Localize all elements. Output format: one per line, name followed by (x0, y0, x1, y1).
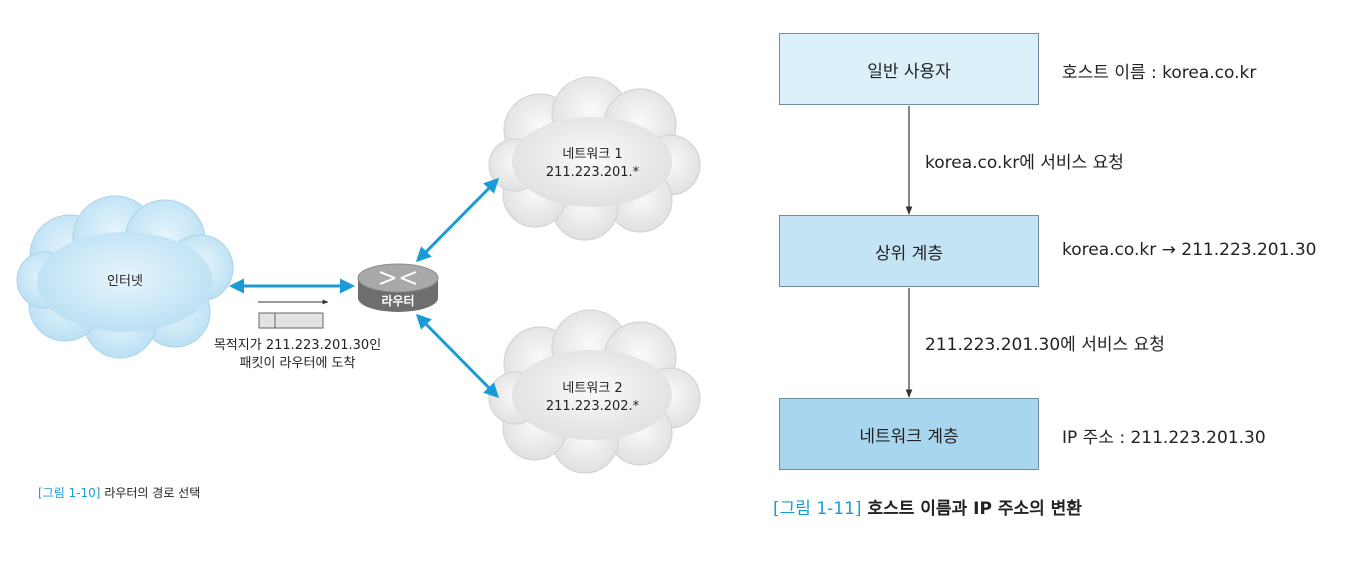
network2-name: 네트워크 2 (562, 381, 623, 396)
packet-note-line2: 패킷이 라우터에 도착 (239, 356, 356, 371)
network1-name: 네트워크 1 (562, 147, 623, 162)
router-diagram (16, 76, 701, 474)
host-name-note: 호스트 이름 : korea.co.kr (1062, 63, 1257, 83)
layer-box-upper: 상위 계층 (779, 215, 1039, 287)
layer-box-upper-label: 상위 계층 (875, 243, 943, 264)
router-network1-link (415, 177, 500, 263)
ip-address-note: IP 주소 : 211.223.201.30 (1062, 428, 1266, 448)
edge-label-1: korea.co.kr에 서비스 요청 (925, 153, 1124, 173)
network2-address: 211.223.202.* (545, 399, 640, 414)
internet-cloud (16, 195, 234, 359)
network1-cloud (488, 76, 701, 241)
layer-box-network: 네트워크 계층 (779, 398, 1039, 470)
packet-icon (258, 312, 324, 329)
fig11-caption-text: 호스트 이름과 IP 주소의 변환 (861, 499, 1082, 519)
packet-note-line1: 목적지가 211.223.201.30인 (213, 338, 382, 353)
fig10-caption-text: 라우터의 경로 선택 (100, 486, 201, 500)
network2-cloud (488, 309, 701, 474)
router-label: 라우터 (381, 294, 415, 308)
fig11-caption-number: [그림 1-11] (773, 499, 862, 519)
packet-note: 목적지가 211.223.201.30인 패킷이 라우터에 도착 (205, 337, 390, 373)
router-icon (357, 263, 439, 312)
network1-address: 211.223.201.* (545, 165, 640, 180)
router-network2-link (415, 313, 500, 399)
fig10-caption: [그림 1-10] 라우터의 경로 선택 (38, 484, 200, 501)
layer-box-user-label: 일반 사용자 (867, 61, 951, 82)
edge-label-2: 211.223.201.30에 서비스 요청 (925, 335, 1165, 355)
network1-label: 네트워크 1 211.223.201.* (530, 146, 655, 182)
layer-box-network-label: 네트워크 계층 (859, 426, 959, 447)
layer-box-user: 일반 사용자 (779, 33, 1039, 105)
fig11-caption: [그림 1-11] 호스트 이름과 IP 주소의 변환 (773, 494, 1082, 519)
internet-label: 인터넷 (107, 274, 143, 289)
translation-note: korea.co.kr → 211.223.201.30 (1062, 240, 1317, 260)
fig10-caption-number: [그림 1-10] (38, 486, 101, 500)
network2-label: 네트워크 2 211.223.202.* (530, 380, 655, 416)
